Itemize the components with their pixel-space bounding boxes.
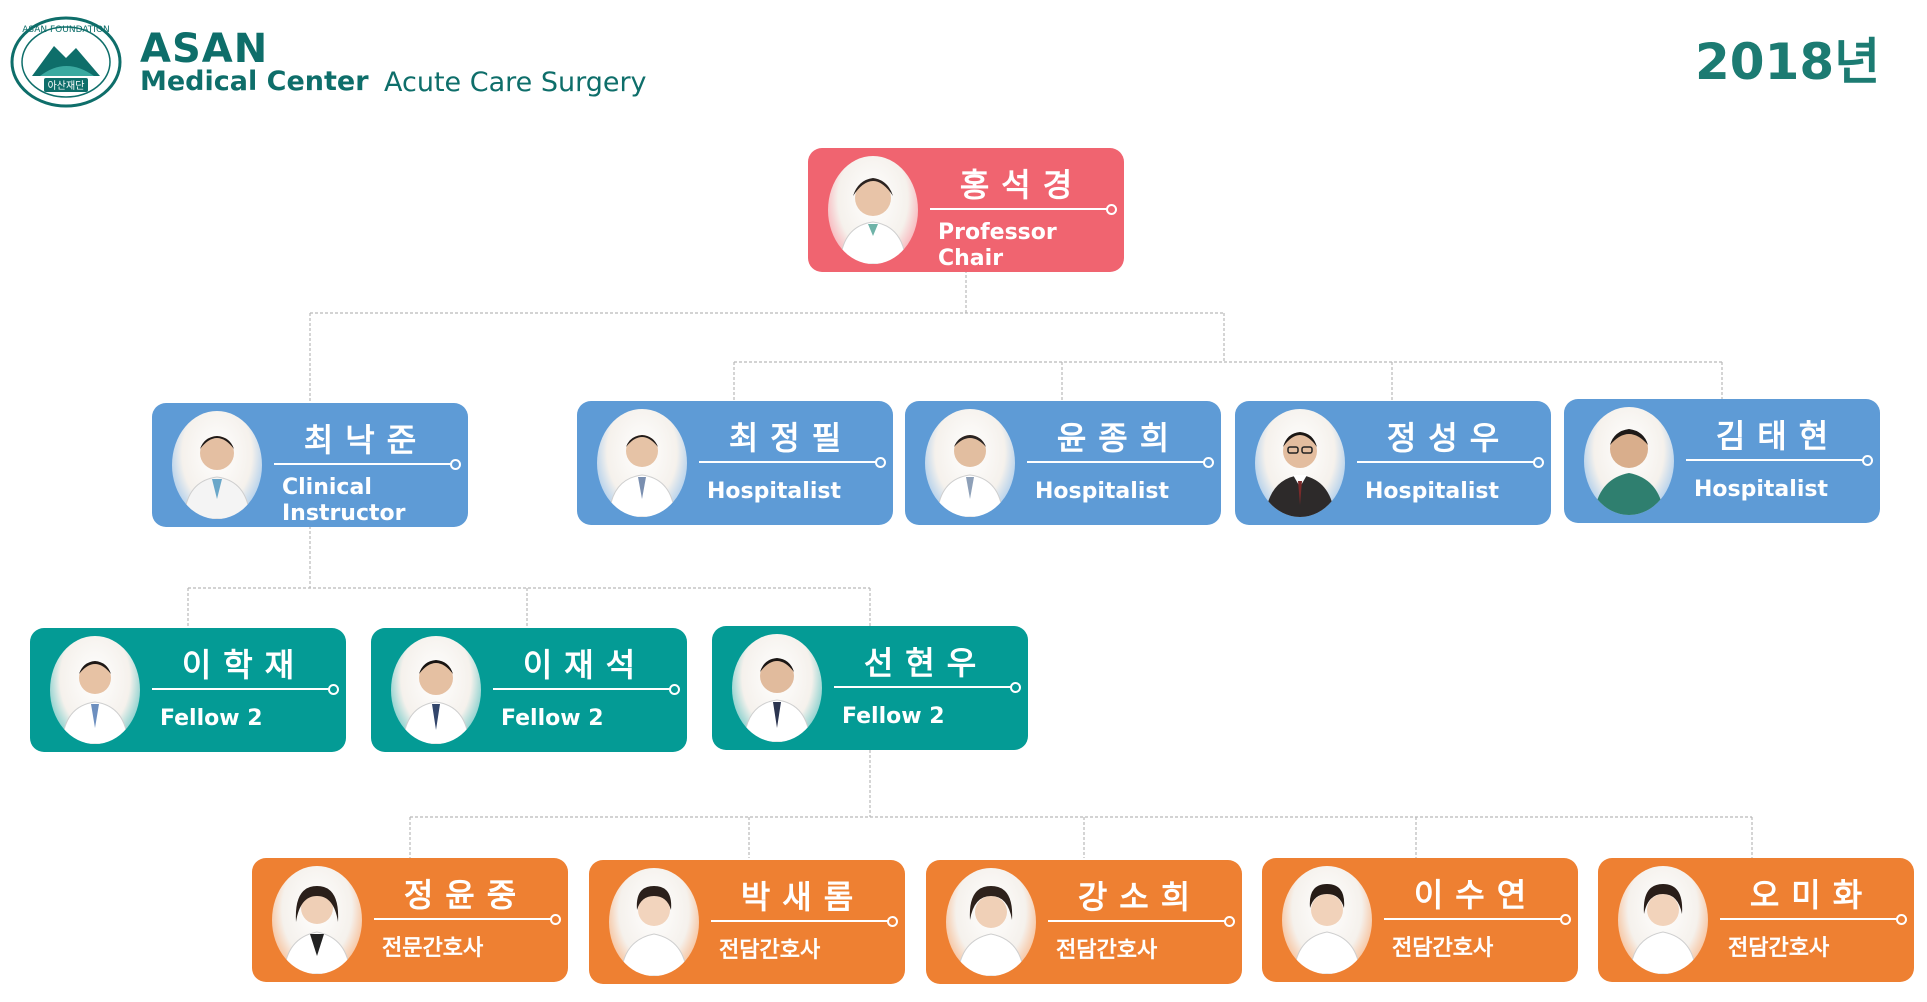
- divider-dot: [1203, 457, 1214, 468]
- year-label: 2018년: [1695, 33, 1881, 91]
- person-title: 전담간호사: [1728, 936, 1830, 961]
- card-nurse-3: 강소희 전담간호사: [926, 860, 1242, 984]
- divider-line: [711, 920, 889, 922]
- divider-dot: [1106, 204, 1117, 215]
- person-photo: [597, 409, 687, 517]
- person-photo: [1255, 409, 1345, 517]
- divider-line: [1048, 920, 1226, 922]
- person-title: 전담간호사: [1392, 936, 1494, 961]
- card-nurse-1: 정윤중 전문간호사: [252, 858, 568, 982]
- person-title: Hospitalist: [1035, 479, 1169, 504]
- person-photo: [1584, 407, 1674, 515]
- svg-text:아산재단: 아산재단: [48, 80, 85, 92]
- person-photo: [50, 636, 140, 744]
- asan-foundation-logo: 아산재단 ASAN FOUNDATION: [10, 16, 122, 108]
- card-fellow-2: 이재석 Fellow 2: [371, 628, 687, 752]
- person-title: 전담간호사: [1056, 938, 1158, 963]
- person-photo: [732, 634, 822, 742]
- person-title: 전담간호사: [719, 938, 821, 963]
- person-name: 최낙준: [303, 421, 429, 459]
- card-fellow-1: 이학재 Fellow 2: [30, 628, 346, 752]
- person-title: Clinical Instructor: [282, 475, 406, 526]
- person-title: Fellow 2: [160, 706, 263, 731]
- person-name: 박새롬: [740, 878, 866, 916]
- card-nurse-4: 이수연 전담간호사: [1262, 858, 1578, 982]
- divider-dot: [1896, 914, 1907, 925]
- person-name: 김태현: [1715, 417, 1841, 455]
- header: 아산재단 ASAN FOUNDATION ASAN Medical Center…: [0, 0, 1927, 120]
- card-hospitalist-2: 윤종희 Hospitalist: [905, 401, 1221, 525]
- divider-line: [152, 688, 330, 690]
- person-title: Fellow 2: [501, 706, 604, 731]
- divider-dot: [1224, 916, 1235, 927]
- person-photo: [272, 866, 362, 974]
- divider-line: [1720, 918, 1898, 920]
- person-name: 이재석: [522, 646, 648, 684]
- brand-medical-center: Medical Center: [140, 66, 369, 97]
- card-nurse-5: 오미화 전담간호사: [1598, 858, 1914, 982]
- person-photo: [609, 868, 699, 976]
- divider-dot: [1560, 914, 1571, 925]
- person-photo: [1618, 866, 1708, 974]
- divider-dot: [669, 684, 680, 695]
- divider-line: [374, 918, 552, 920]
- divider-line: [1686, 459, 1864, 461]
- divider-line: [699, 461, 877, 463]
- person-title: 전문간호사: [382, 936, 484, 961]
- divider-line: [274, 463, 452, 465]
- person-name: 이학재: [181, 646, 307, 684]
- brand-asan: ASAN: [140, 26, 269, 72]
- person-title: Fellow 2: [842, 704, 945, 729]
- divider-dot: [550, 914, 561, 925]
- person-title: Professor Chair: [938, 220, 1057, 271]
- card-hospitalist-3: 정성우 Hospitalist: [1235, 401, 1551, 525]
- person-name: 이수연: [1413, 876, 1539, 914]
- card-hospitalist-4: 김태현 Hospitalist: [1564, 399, 1880, 523]
- divider-line: [930, 208, 1108, 210]
- department-title: Acute Care Surgery: [384, 67, 647, 98]
- card-chair: 홍석경 Professor Chair: [808, 148, 1124, 272]
- person-name: 정윤중: [403, 876, 529, 914]
- person-name: 강소희: [1077, 878, 1203, 916]
- divider-line: [1357, 461, 1535, 463]
- divider-dot: [887, 916, 898, 927]
- person-photo: [946, 868, 1036, 976]
- card-hospitalist-1: 최정필 Hospitalist: [577, 401, 893, 525]
- person-title: Hospitalist: [707, 479, 841, 504]
- divider-dot: [1862, 455, 1873, 466]
- person-photo: [391, 636, 481, 744]
- person-photo: [925, 409, 1015, 517]
- divider-dot: [328, 684, 339, 695]
- person-title: Hospitalist: [1694, 477, 1828, 502]
- person-photo: [828, 156, 918, 264]
- divider-line: [1027, 461, 1205, 463]
- person-name: 정성우: [1386, 419, 1512, 457]
- divider-line: [493, 688, 671, 690]
- person-photo: [1282, 866, 1372, 974]
- card-nurse-2: 박새롬 전담간호사: [589, 860, 905, 984]
- divider-dot: [1533, 457, 1544, 468]
- divider-line: [834, 686, 1012, 688]
- person-name: 선현우: [863, 644, 989, 682]
- divider-line: [1384, 918, 1562, 920]
- divider-dot: [1010, 682, 1021, 693]
- card-clinical-instructor: 최낙준 Clinical Instructor: [152, 403, 468, 527]
- divider-dot: [875, 457, 886, 468]
- person-name: 홍석경: [959, 166, 1085, 204]
- card-fellow-3: 선현우 Fellow 2: [712, 626, 1028, 750]
- person-name: 최정필: [728, 419, 854, 457]
- person-name: 윤종희: [1056, 419, 1182, 457]
- svg-text:ASAN FOUNDATION: ASAN FOUNDATION: [22, 25, 110, 35]
- divider-dot: [450, 459, 461, 470]
- person-photo: [172, 411, 262, 519]
- person-name: 오미화: [1749, 876, 1875, 914]
- person-title: Hospitalist: [1365, 479, 1499, 504]
